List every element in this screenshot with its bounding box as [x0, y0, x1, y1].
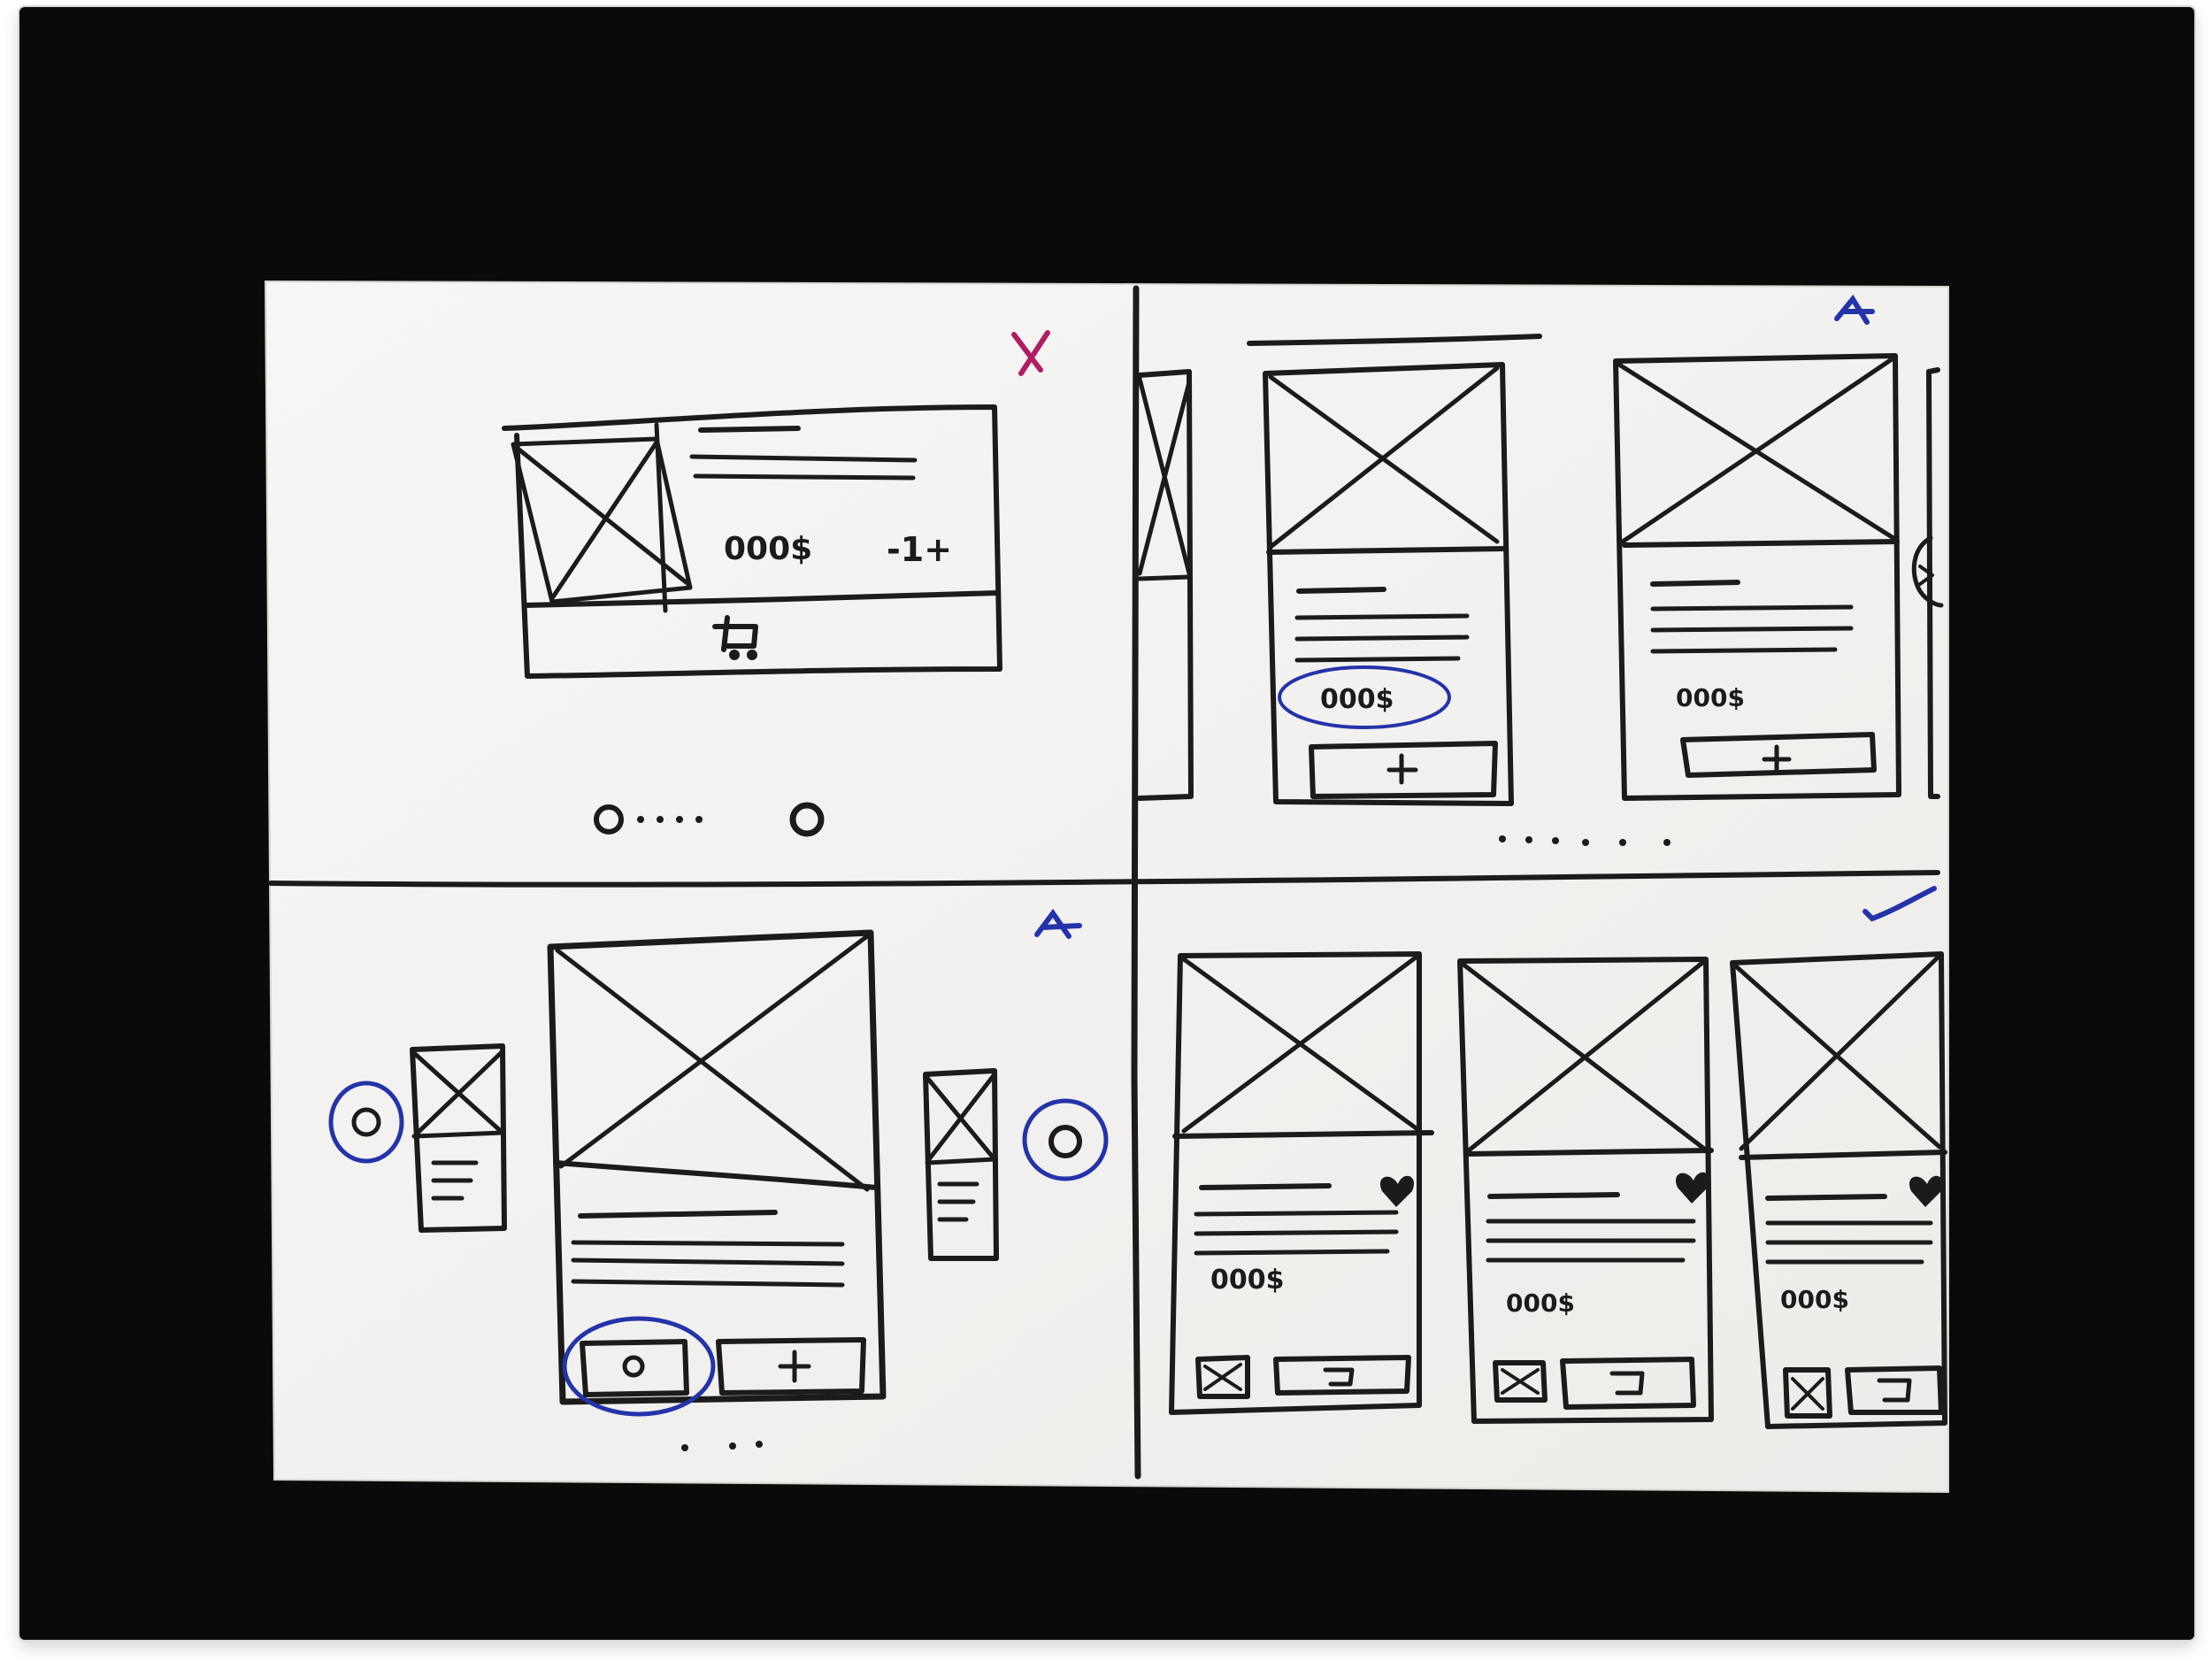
q3-detail-view: [328, 929, 1109, 1417]
q2-carousel: 000$ 000$: [1137, 334, 1944, 806]
q2-price-center: 000$: [1320, 684, 1394, 715]
q3-pagination-dots: [681, 1441, 763, 1451]
q4-heart-icon-3: [1909, 1175, 1944, 1207]
q4-price-2: 000$: [1506, 1288, 1575, 1318]
q4-heart-icon-2: [1675, 1172, 1710, 1204]
q2-price-highlight: [1278, 665, 1451, 729]
q3-next-arrow-icon: [1048, 1125, 1082, 1158]
q1-price: 000$: [724, 531, 812, 567]
q4-cart-icon-2: [1609, 1371, 1645, 1396]
approve-check-mark: [1863, 886, 1937, 922]
q1-cart-icon: [712, 615, 758, 660]
approve-mark-bottom-left: [1034, 908, 1082, 939]
q4-cart-icon-1: [1323, 1367, 1355, 1387]
q2-price-right: 000$: [1676, 683, 1745, 712]
photo-frame: 000$ -1+ 000$: [19, 7, 2194, 1640]
approve-mark-top: [1834, 294, 1875, 325]
q4-remove-icon-1: [1203, 1363, 1242, 1391]
q3-prev-arrow-icon: [351, 1107, 381, 1137]
q4-remove-icon-3: [1791, 1377, 1824, 1411]
reject-x-mark: [1011, 330, 1050, 376]
fold-line-vertical: [1131, 285, 1141, 1480]
fold-line-horizontal: [268, 870, 1940, 888]
q4-heart-icon-1: [1379, 1175, 1415, 1207]
q1-pagination: [594, 802, 825, 837]
q4-cart-icon-3: [1877, 1378, 1912, 1403]
wireframe-sketch-photo: 000$ -1+ 000$: [264, 280, 1949, 1494]
q4-card-grid: 000$ 000$ 000$: [1169, 951, 1947, 1429]
q4-price-3: 000$: [1780, 1285, 1849, 1314]
q4-price-1: 000$: [1210, 1265, 1285, 1296]
q1-product-card: 000$ -1+: [502, 404, 1002, 679]
q4-remove-icon-2: [1501, 1368, 1540, 1395]
q3-prev-button-highlight: [328, 1081, 404, 1164]
q3-eye-icon: [622, 1355, 645, 1378]
q1-quantity-stepper: -1+: [887, 530, 952, 569]
q3-view-button-highlight: [562, 1316, 716, 1417]
q2-pagination-dots: [1499, 835, 1671, 846]
q3-next-button-highlight: [1022, 1098, 1109, 1181]
